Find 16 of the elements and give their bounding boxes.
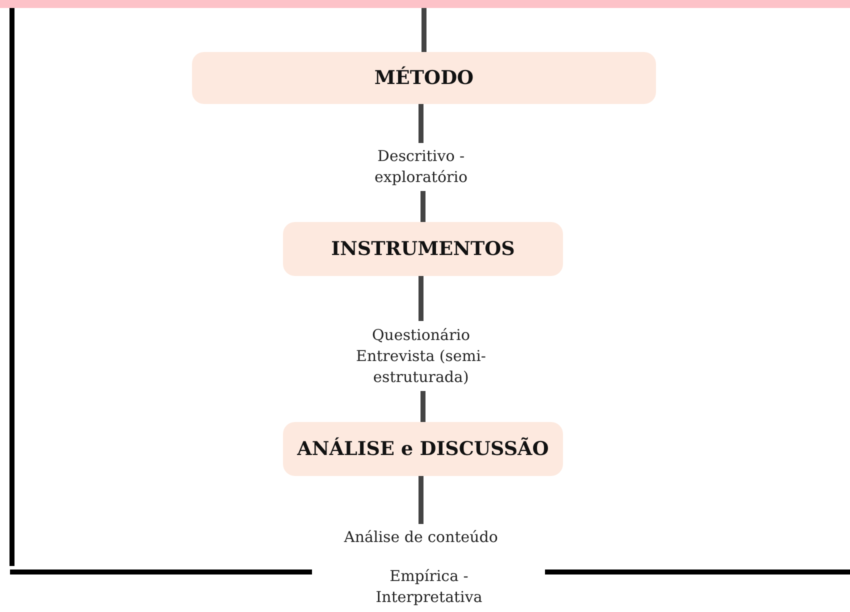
box-title: MÉTODO	[374, 67, 474, 89]
connector-line	[420, 191, 426, 222]
process-box	[192, 52, 656, 104]
box-title: ANÁLISE e DISCUSSÃO	[297, 438, 549, 460]
connector-line	[418, 276, 424, 321]
process-box	[283, 222, 563, 276]
connector-line	[418, 104, 424, 143]
step-text: Questionário Entrevista (semi-estruturada)	[355, 324, 487, 388]
step-text: Descritivo - exploratório	[374, 146, 468, 188]
connector-line	[418, 476, 424, 524]
connector-line	[420, 391, 426, 422]
process-box	[283, 422, 563, 476]
note-text: Empírica - Interpretativa	[374, 566, 484, 608]
connector-line	[422, 8, 426, 52]
step-text: Análise de conteúdo	[344, 526, 498, 548]
box-title: INSTRUMENTOS	[331, 238, 515, 260]
